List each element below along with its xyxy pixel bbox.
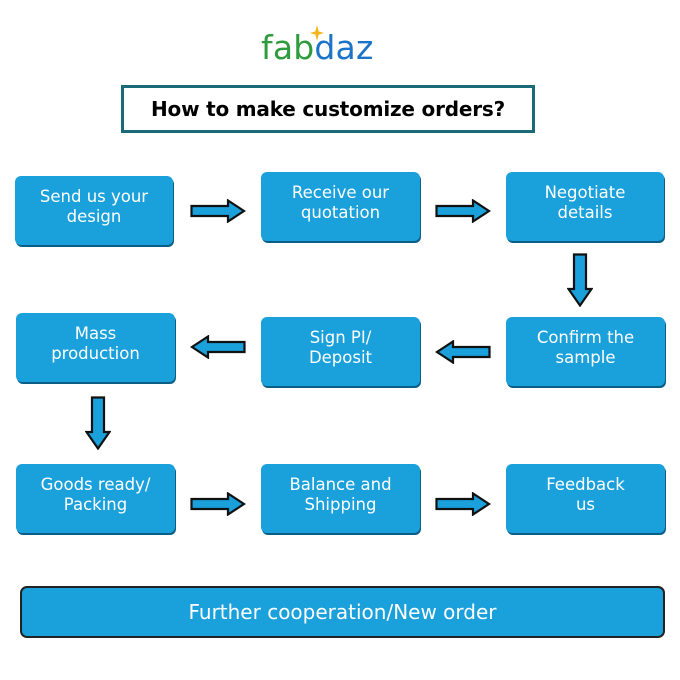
footer-label: Further cooperation/New order: [188, 600, 497, 624]
logo-text-fab: fab: [261, 28, 315, 67]
arrow-left-icon: [435, 340, 491, 364]
arrow-left-icon: [190, 335, 246, 359]
step-label: Balance and Shipping: [289, 475, 392, 514]
step-balance-shipping: Balance and Shipping: [261, 464, 420, 533]
step-label: Feedback us: [546, 475, 625, 514]
arrow-down-icon: [85, 396, 111, 450]
step-sign-pi-deposit: Sign PI/ Deposit: [261, 317, 420, 386]
arrow-down-icon: [567, 253, 593, 307]
step-receive-quotation: Receive our quotation: [261, 172, 420, 241]
logo-wordmark: fabdaz: [261, 28, 373, 68]
step-label: Receive our quotation: [291, 183, 390, 222]
page-title: How to make customize orders?: [150, 97, 506, 121]
step-send-design: Send us your design: [15, 176, 173, 245]
step-label: Sign PI/ Deposit: [308, 328, 373, 367]
logo-text-daz: daz: [314, 28, 374, 67]
step-feedback: Feedback us: [506, 464, 665, 533]
step-label: Confirm the sample: [536, 328, 635, 367]
step-label: Negotiate details: [544, 183, 626, 222]
step-mass-production: Mass production: [16, 313, 175, 382]
fabdaz-logo: fabdaz: [261, 25, 401, 74]
arrow-right-icon: [190, 492, 246, 516]
step-label: Send us your design: [39, 187, 149, 226]
step-label: Mass production: [51, 324, 140, 363]
title-box: How to make customize orders?: [121, 85, 535, 133]
step-confirm-sample: Confirm the sample: [506, 317, 665, 386]
further-cooperation-bar: Further cooperation/New order: [20, 586, 665, 638]
step-goods-ready-packing: Goods ready/ Packing: [16, 464, 175, 533]
arrow-right-icon: [190, 199, 246, 223]
four-point-star-icon: [310, 25, 324, 41]
arrow-right-icon: [435, 492, 491, 516]
arrow-right-icon: [435, 199, 491, 223]
step-negotiate-details: Negotiate details: [506, 172, 664, 241]
step-label: Goods ready/ Packing: [40, 475, 151, 514]
